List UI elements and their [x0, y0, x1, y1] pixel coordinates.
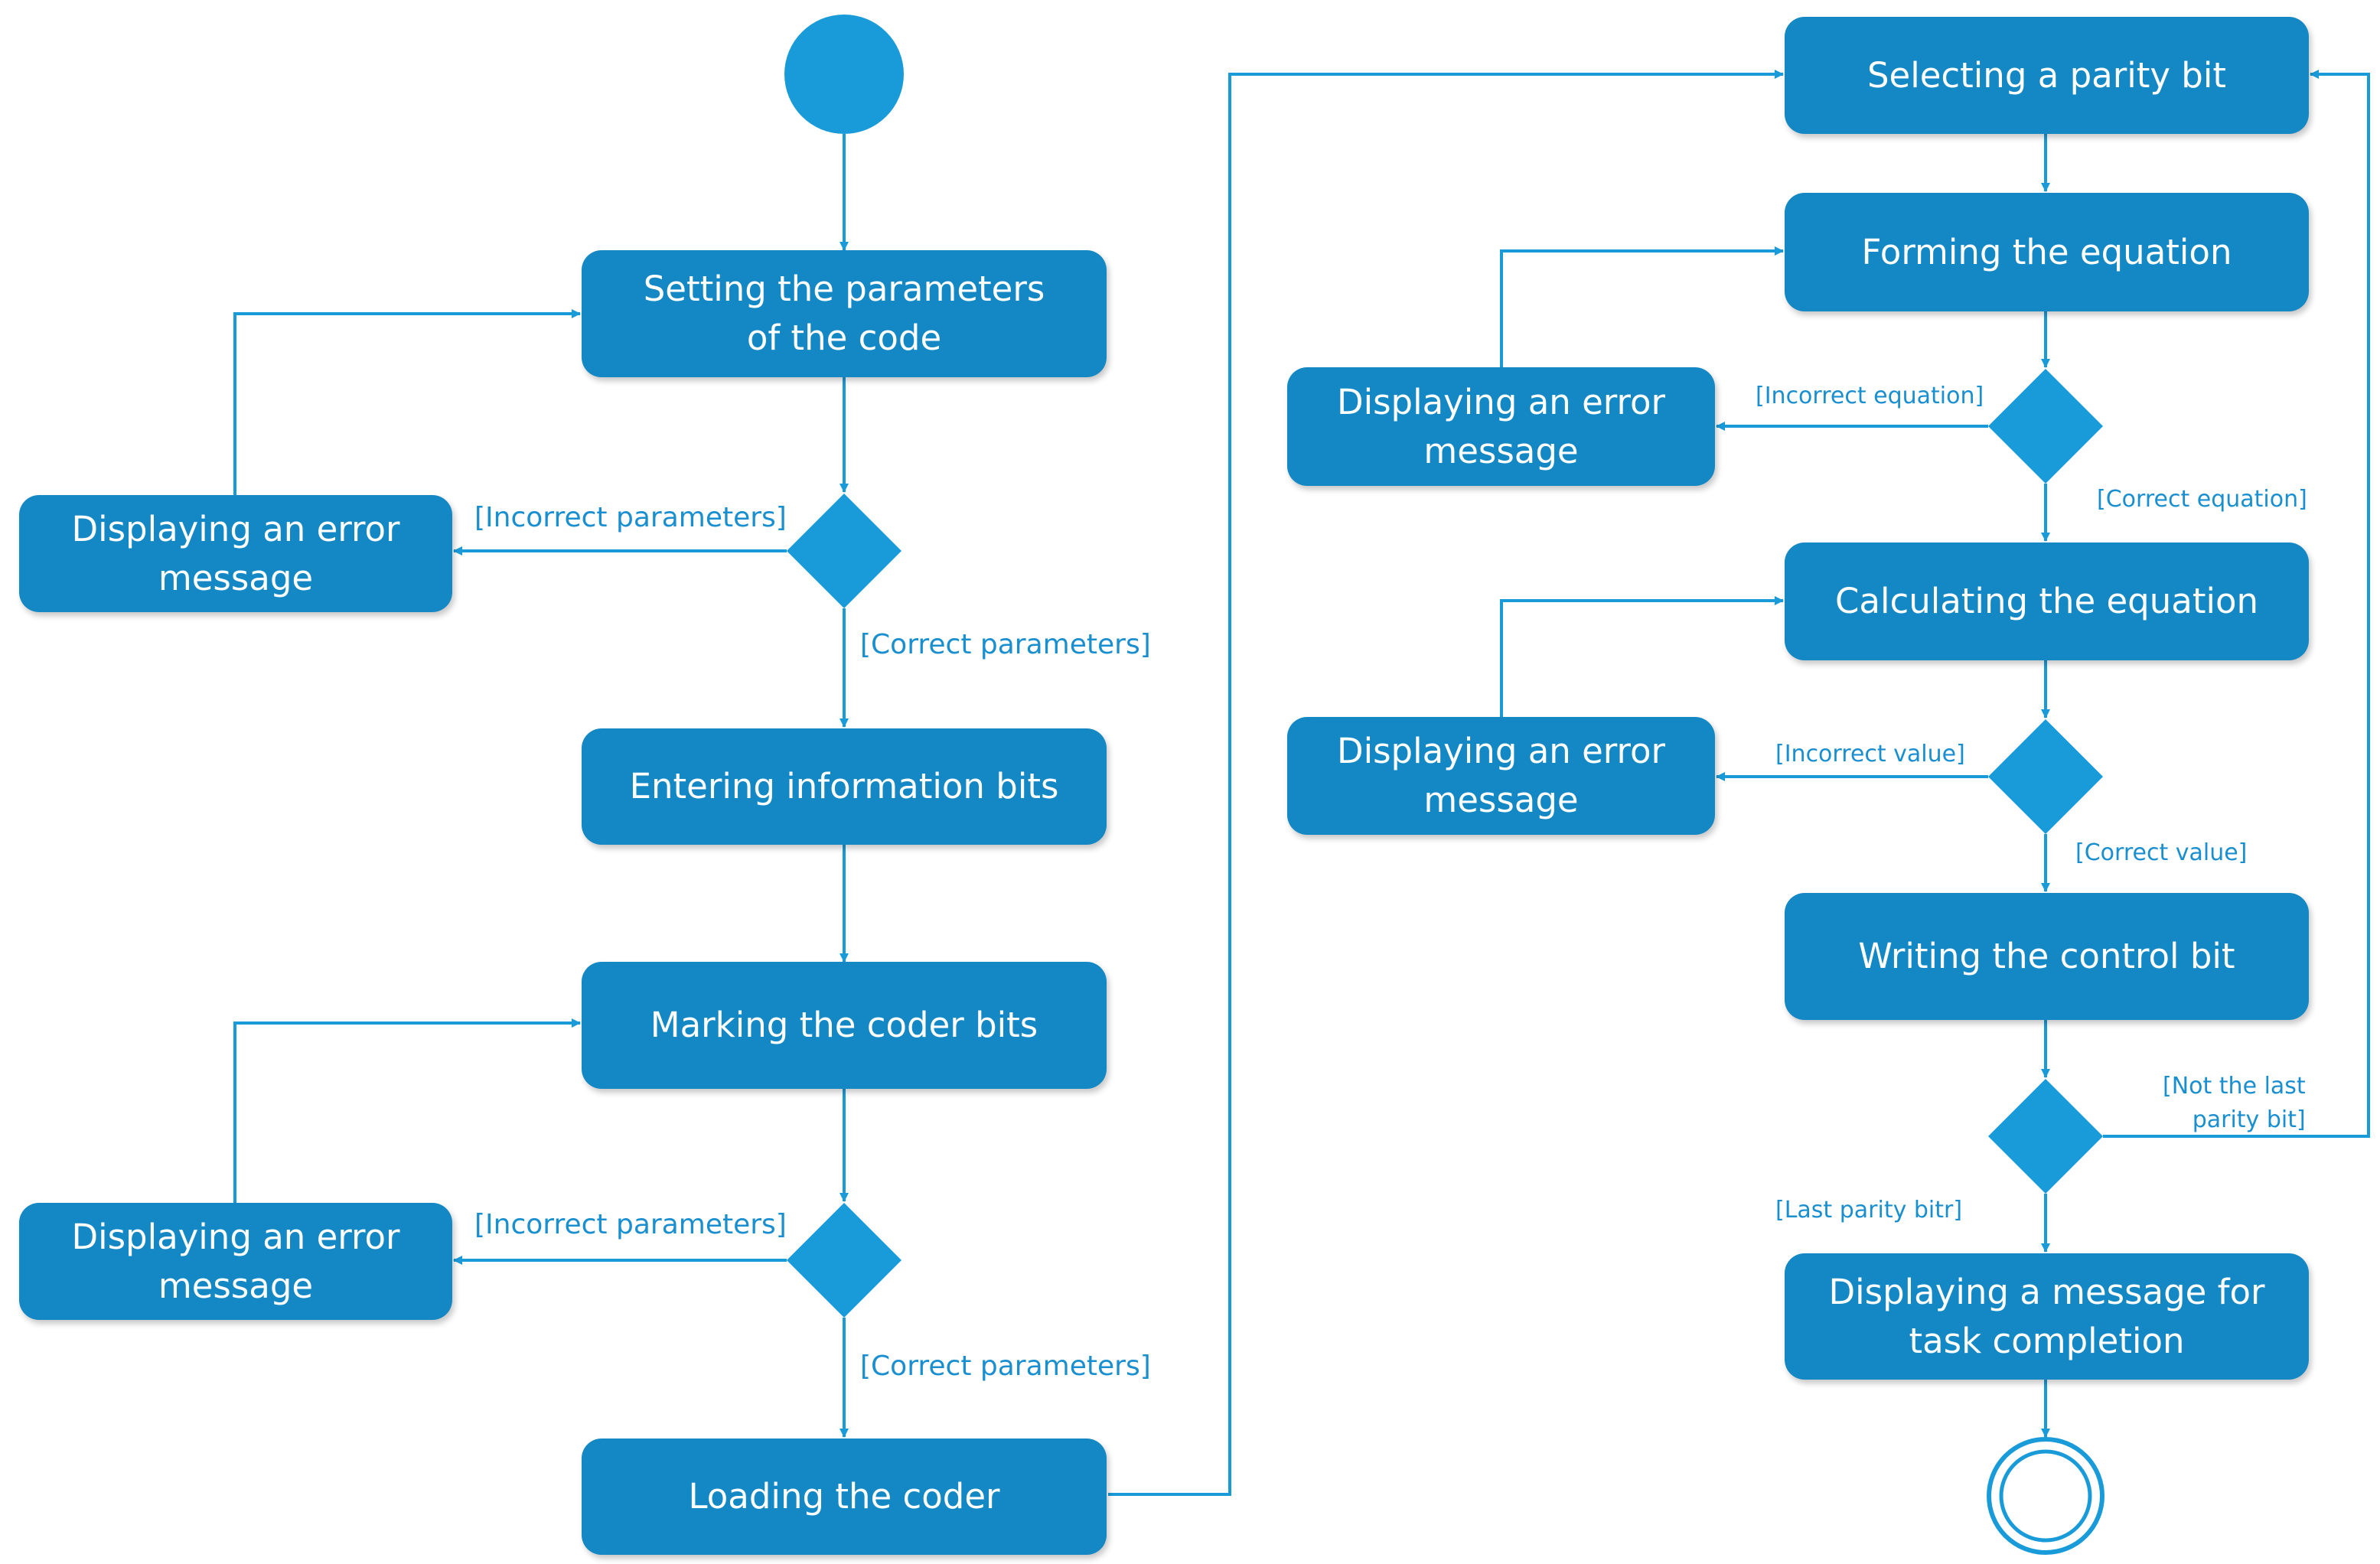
guard-incorrect-equation: [Incorrect equation]	[1756, 383, 1984, 409]
guard-not-last-parity-line-1: [Not the last	[2163, 1073, 2306, 1100]
node-entering-information-bits: Entering information bits	[582, 728, 1107, 845]
decision-diamond-parameters-1	[787, 494, 901, 608]
node-error-message-4: Displaying an error message	[1287, 717, 1715, 835]
guard-not-last-parity-bit: [Not the last parity bit]	[2163, 1070, 2306, 1137]
edge-error-2-to-marking	[233, 1018, 581, 1203]
node-forming-equation: Forming the equation	[1785, 193, 2309, 311]
guard-incorrect-value: [Incorrect value]	[1775, 741, 1965, 767]
end-node-inner-ring	[1999, 1449, 2092, 1543]
decision-diamond-equation	[1988, 369, 2103, 484]
edge-decision-parity-to-selecting	[2103, 70, 2370, 1138]
decision-diamond-parameters-2	[787, 1203, 901, 1318]
edge-loading-to-selecting	[1108, 70, 1784, 1496]
edge-error-4-to-calculating	[1500, 596, 1784, 717]
start-node	[784, 15, 904, 134]
guard-correct-equation: [Correct equation]	[2097, 486, 2307, 513]
node-error-message-1: Displaying an error message	[19, 495, 452, 612]
edge-error-1-to-setting	[233, 309, 581, 495]
edge-error-3-to-forming	[1500, 246, 1784, 367]
node-task-completion-message: Displaying a message for task completion	[1785, 1253, 2309, 1380]
node-writing-control-bit: Writing the control bit	[1785, 893, 2309, 1020]
node-calculating-equation: Calculating the equation	[1785, 543, 2309, 660]
guard-correct-parameters-1: [Correct parameters]	[860, 629, 1151, 660]
guard-correct-parameters-2: [Correct parameters]	[860, 1351, 1151, 1382]
guard-not-last-parity-line-2: parity bit]	[2192, 1106, 2306, 1133]
node-selecting-parity-bit: Selecting a parity bit	[1785, 17, 2309, 134]
guard-incorrect-parameters-1: [Incorrect parameters]	[474, 502, 787, 533]
node-marking-coder-bits: Marking the coder bits	[582, 962, 1107, 1089]
guard-last-parity-bit: [Last parity bitr]	[1775, 1197, 1963, 1224]
node-setting-parameters: Setting the parameters of the code	[582, 250, 1107, 377]
node-error-message-3: Displaying an error message	[1287, 367, 1715, 486]
guard-correct-value: [Correct value]	[2075, 839, 2248, 866]
guard-incorrect-parameters-2: [Incorrect parameters]	[474, 1209, 787, 1240]
decision-diamond-parity	[1988, 1079, 2103, 1194]
node-loading-coder: Loading the coder	[582, 1439, 1107, 1555]
decision-diamond-value	[1988, 719, 2103, 834]
node-error-message-2: Displaying an error message	[19, 1203, 452, 1320]
